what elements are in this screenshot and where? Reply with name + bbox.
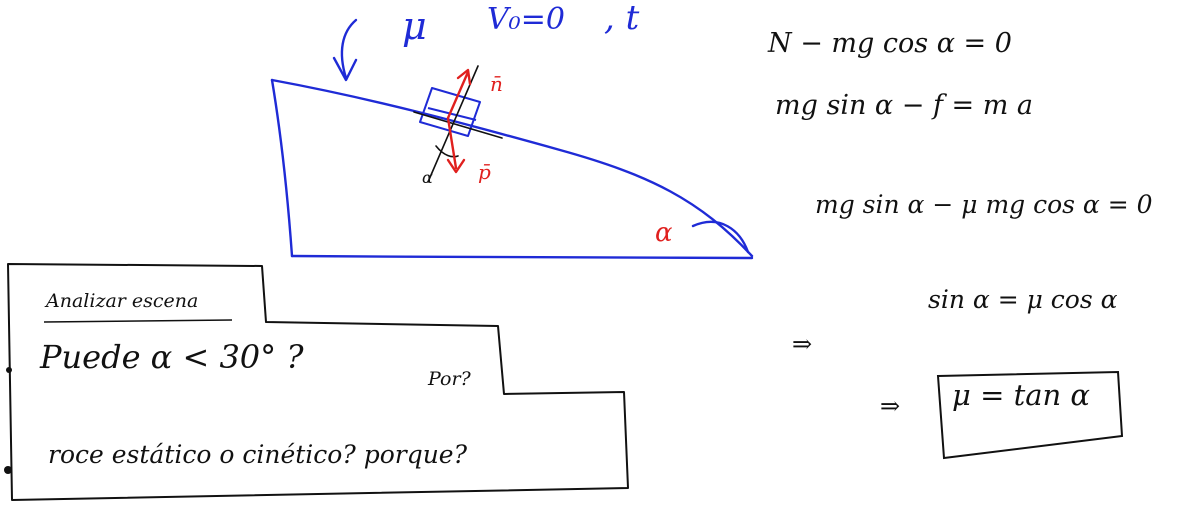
t-label: , t: [604, 0, 640, 38]
weight-arrowhead: [446, 158, 466, 174]
question-box-outline: [7, 263, 629, 501]
question-angle: Puede α < 30° ?: [40, 338, 304, 376]
heading-underline: [43, 319, 233, 323]
result-equation: μ = tan α: [952, 378, 1091, 412]
angle-label: α: [655, 218, 673, 248]
normal-arrowhead: [456, 68, 472, 86]
v0-label: V₀=0: [487, 2, 565, 37]
weight-label: p̄: [478, 160, 491, 184]
implies-arrow-2: ⇒: [880, 392, 901, 420]
normal-vector: [446, 70, 470, 120]
down-arrow: [332, 18, 358, 82]
incline-slope: [270, 78, 754, 258]
equation-normal: N − mg cos α = 0: [768, 28, 1012, 59]
equation-motion: mg sin α − f = m a: [775, 90, 1034, 121]
mu-label: μ: [402, 4, 427, 48]
angle-arc: [691, 220, 750, 254]
implies-arrow-1: ⇒: [792, 330, 813, 358]
bullet-dot-1: [6, 367, 12, 373]
equation-equilibrium: mg sin α − μ mg cos α = 0: [815, 190, 1153, 219]
weight-vector: [446, 116, 458, 170]
incline-left-side: [270, 78, 294, 258]
block: [419, 87, 481, 137]
block-axes: [413, 65, 503, 183]
question-friction: roce estático o cinético? porque?: [48, 440, 468, 469]
alpha-small-label: α: [422, 168, 433, 187]
bullet-dot-2: [4, 466, 12, 474]
incline-triangle: [270, 18, 754, 260]
normal-label: n̄: [490, 72, 503, 96]
questions-heading: Analizar escena: [46, 290, 199, 312]
question-why: Por?: [428, 368, 471, 390]
force-vectors: [446, 68, 472, 174]
incline-base: [290, 254, 754, 260]
equation-simplified: sin α = μ cos α: [928, 285, 1118, 314]
result-box: [936, 370, 1124, 460]
